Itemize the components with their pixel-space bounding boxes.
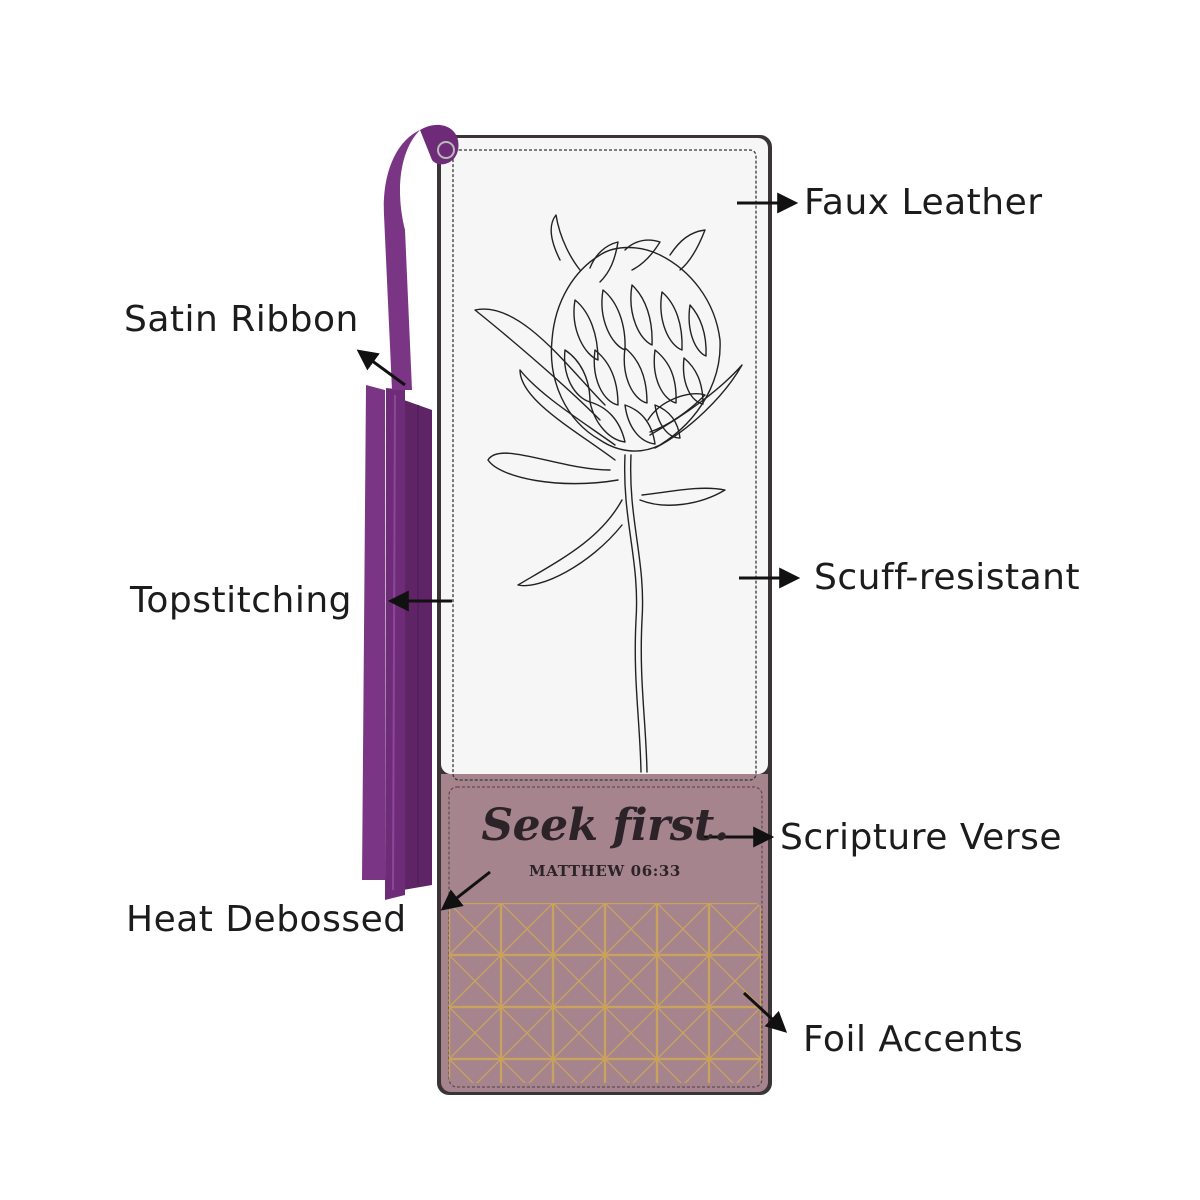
bookmark-body [437,135,772,1095]
satin-ribbon [362,385,432,900]
verse-reference: MATTHEW 06:33 [529,862,681,880]
arrow-satin-ribbon [356,349,406,387]
callout-scuff-resistant: Scuff-resistant [814,557,1081,598]
arrow-heat-debossed [440,870,491,911]
verse-title: Seek first. [481,800,729,851]
callout-foil-accents: Foil Accents [803,1019,1024,1060]
arrow-foil-accents [742,991,788,1033]
callout-heat-debossed: Heat Debossed [126,899,407,940]
callout-faux-leather: Faux Leather [804,182,1043,223]
callout-topstitching: Topstitching [130,580,353,621]
protea-flower-drawing [474,214,743,773]
callout-arrows [356,192,801,1033]
callout-satin-ribbon: Satin Ribbon [124,299,359,340]
foil-grid-pattern [449,903,761,1083]
callout-scripture-verse: Scripture Verse [780,817,1063,858]
ribbon-loop [383,124,459,390]
